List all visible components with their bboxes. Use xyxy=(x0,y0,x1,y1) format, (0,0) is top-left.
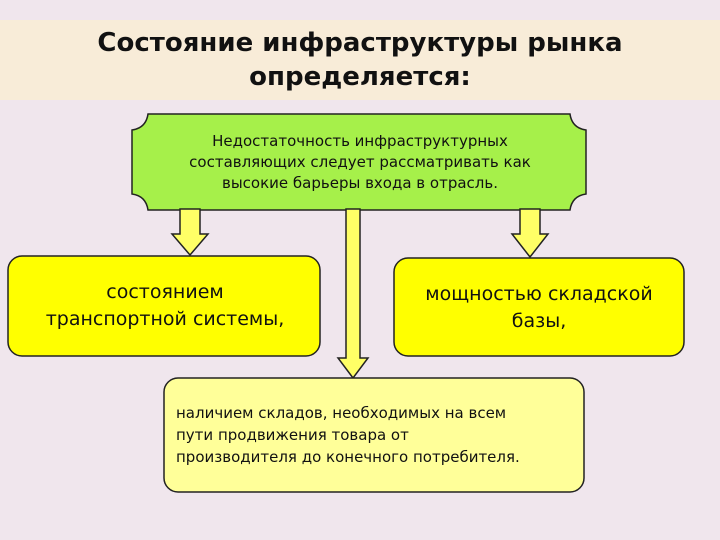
right-box-text: мощностью складской базы, xyxy=(398,260,680,356)
page-title: Состояние инфраструктуры рынка определяе… xyxy=(0,26,720,94)
left-down-arrow xyxy=(170,208,210,257)
top-box-shape xyxy=(131,113,587,211)
top-box-line-2: составляющих следует рассматривать как xyxy=(189,152,531,171)
left-box-text: состоянием транспортной системы, xyxy=(12,258,318,354)
bottom-box-line-2: пути продвижения товара от xyxy=(176,426,409,444)
title-line-1: Состояние инфраструктуры рынка xyxy=(97,28,623,58)
top-box-line-3: высокие барьеры входа в отрасль. xyxy=(222,173,498,192)
right-box-shape xyxy=(393,257,685,357)
left-box-shape xyxy=(7,255,321,357)
center-down-arrow xyxy=(336,208,370,380)
title-band xyxy=(0,20,720,100)
bottom-box-line-1: наличием складов, необходимых на всем xyxy=(176,404,507,422)
bottom-box-line-3: производителя до конечного потребителя. xyxy=(176,448,520,466)
right-down-arrow xyxy=(510,208,550,259)
title-line-2: определяется: xyxy=(249,62,471,92)
top-box-line-1: Недостаточность инфраструктурных xyxy=(212,131,508,150)
right-box-line-2: базы, xyxy=(511,310,567,332)
right-box-line-1: мощностью складской xyxy=(425,283,653,305)
top-box-text: Недостаточность инфраструктурных составл… xyxy=(150,118,570,206)
left-box-line-2: транспортной системы, xyxy=(45,308,285,330)
bottom-box-text: наличием складов, необходимых на всем пу… xyxy=(176,382,578,488)
left-box-line-1: состоянием xyxy=(106,281,224,303)
bottom-box-shape xyxy=(163,377,585,493)
